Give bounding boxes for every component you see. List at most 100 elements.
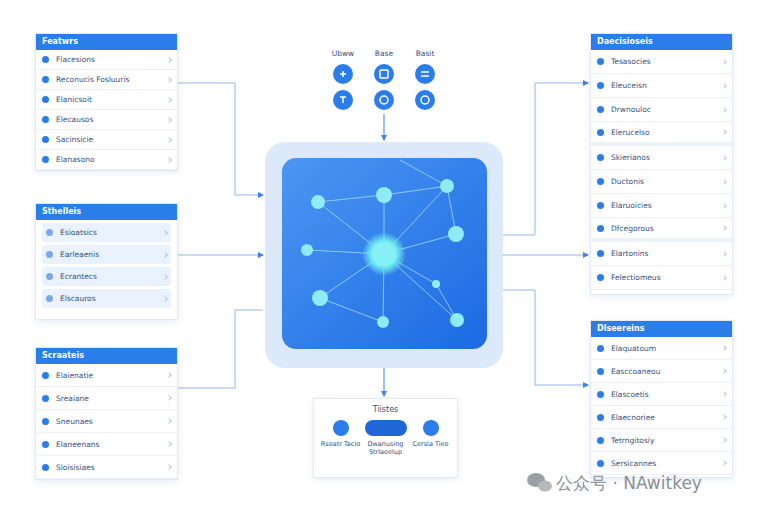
row-chevron xyxy=(721,368,727,374)
list-row: Easccoaneou xyxy=(591,360,732,383)
row-icon xyxy=(42,116,49,123)
icon-columns: Rsoatr TacioDwanusing Strlaeelup Cersla T… xyxy=(314,414,457,460)
list-row: Sersicannes xyxy=(591,452,732,475)
row-icon xyxy=(597,437,604,444)
list-row: Elerucelso xyxy=(591,122,732,146)
row-text: Elerucelso xyxy=(611,128,722,137)
list-row: Elartonins xyxy=(591,242,732,266)
icon-label: Basit xyxy=(416,49,435,58)
icon-column: Cersla Tieo xyxy=(409,420,453,456)
output-label: Cersla Tieo xyxy=(412,440,448,448)
row-chevron xyxy=(166,137,172,143)
row-text: Sreaiane xyxy=(56,394,167,403)
row-text: Sneunaes xyxy=(56,417,167,426)
row-text: Elaienatie xyxy=(56,371,167,380)
network-core xyxy=(265,142,503,368)
row-text: Dfcegorous xyxy=(611,224,722,233)
row-text: Reconucis Fosluuris xyxy=(56,75,167,84)
row-chevron xyxy=(721,203,727,209)
row-chevron xyxy=(721,225,727,231)
row-icon xyxy=(42,464,49,471)
wechat-icon xyxy=(527,473,552,492)
row-chevron xyxy=(721,345,727,351)
row-icon xyxy=(597,106,604,113)
row-icon xyxy=(597,250,604,257)
row-text: Sersicannes xyxy=(611,459,722,468)
row-chevron xyxy=(166,372,172,378)
row-icon xyxy=(597,345,604,352)
row-icon xyxy=(42,395,49,402)
list-row: Flacesions xyxy=(36,50,177,70)
row-text: Elascoetis xyxy=(611,390,722,399)
list-panel: DlseereinsElaquatoumEasccoaneouElascoeti… xyxy=(590,320,733,478)
list-panel: SthelleisEsioatsicsEarleaenisEcrantecsEl… xyxy=(35,203,178,320)
list-row: Felectiomeus xyxy=(591,266,732,290)
icon-column: Dwanusing Strlaeelup xyxy=(364,420,408,456)
row-icon xyxy=(597,58,604,65)
row-icon xyxy=(42,96,49,103)
row-icon xyxy=(42,372,49,379)
row-chevron xyxy=(166,464,172,470)
icon-label: Base xyxy=(375,49,393,58)
row-icon xyxy=(46,229,53,236)
row-text: Ecrantecs xyxy=(60,272,163,281)
row-chevron xyxy=(162,252,168,258)
panel-header: Sthelleis xyxy=(36,204,177,220)
list-row: Reconucis Fosluuris xyxy=(36,70,177,90)
list-row: Sneunaes xyxy=(36,410,177,433)
row-text: Elaruoicies xyxy=(611,201,722,210)
row-icon xyxy=(42,136,49,143)
row-chevron xyxy=(721,83,727,89)
result-box: TiistesRsoatr TacioDwanusing Strlaeelup C… xyxy=(313,398,458,478)
list-row: Earleaenis xyxy=(42,245,171,264)
box-title: Tiistes xyxy=(314,399,457,414)
list-row: Elanicsoit xyxy=(36,90,177,110)
row-chevron xyxy=(721,391,727,397)
list-row: Elascoetis xyxy=(591,383,732,406)
list-panel: DaecisioseisTesasociesEleuceisnDrwnouloc… xyxy=(590,33,733,295)
row-chevron xyxy=(721,251,727,257)
row-text: Ductonis xyxy=(611,177,722,186)
row-icon xyxy=(597,225,604,232)
flow-lines xyxy=(178,83,588,396)
list-row: Elaienatie xyxy=(36,364,177,387)
list-row: Eleuceisn xyxy=(591,74,732,98)
row-text: Tesasocies xyxy=(611,57,722,66)
list-row: Elscauros xyxy=(42,289,171,308)
row-icon xyxy=(597,368,604,375)
panel-header: Featwrs xyxy=(36,34,177,50)
list-row: Dfcegorous xyxy=(591,218,732,242)
row-text: Earleaenis xyxy=(60,250,163,259)
list-row: Ecrantecs xyxy=(42,267,171,286)
row-text: Eleuceisn xyxy=(611,81,722,90)
row-icon xyxy=(597,414,604,421)
row-text: Elaquatoum xyxy=(611,344,722,353)
output-label: Dwanusing Strlaeelup xyxy=(364,440,408,456)
list-row: Elanasono xyxy=(36,150,177,170)
row-text: Sacinsicie xyxy=(56,135,167,144)
row-chevron xyxy=(162,296,168,302)
row-chevron xyxy=(721,414,727,420)
row-text: Elanicsoit xyxy=(56,95,167,104)
row-chevron xyxy=(162,230,168,236)
row-icon xyxy=(597,391,604,398)
row-text: Elecausos xyxy=(56,115,167,124)
row-chevron xyxy=(721,460,727,466)
row-icon xyxy=(42,76,49,83)
panel-header: Daecisioseis xyxy=(591,34,732,50)
row-chevron xyxy=(166,117,172,123)
list-row: Drwnouloc xyxy=(591,98,732,122)
row-chevron xyxy=(721,107,727,113)
row-text: Sloisisiaes xyxy=(56,463,167,472)
list-row: Tesasocies xyxy=(591,50,732,74)
row-chevron xyxy=(162,274,168,280)
list-row: Ductonis xyxy=(591,170,732,194)
row-text: Easccoaneou xyxy=(611,367,722,376)
icon-column: Rsoatr Tacio xyxy=(319,420,363,456)
list-row: Sreaiane xyxy=(36,387,177,410)
list-panel: ScraateisElaienatieSreaianeSneunaesElane… xyxy=(35,347,178,480)
row-chevron xyxy=(166,77,172,83)
top-icons xyxy=(333,64,435,110)
row-chevron xyxy=(721,275,727,281)
row-icon xyxy=(46,295,53,302)
